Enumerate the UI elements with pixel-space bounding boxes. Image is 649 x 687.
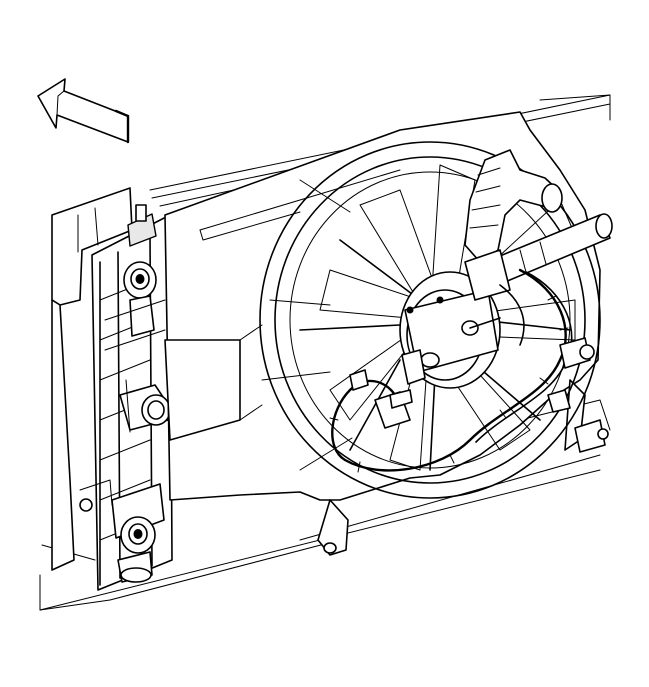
fan-motor bbox=[400, 272, 500, 388]
radiator-lower-mount bbox=[80, 480, 164, 582]
radiator-outlet-neck bbox=[120, 380, 170, 432]
electrical-connector bbox=[350, 338, 594, 428]
coolant-hose bbox=[465, 150, 612, 300]
front-direction-arrow-icon bbox=[38, 79, 128, 142]
radiator-upper-mount bbox=[105, 262, 165, 350]
mounting-bracket-right bbox=[575, 420, 608, 452]
mounting-bracket bbox=[52, 188, 132, 570]
